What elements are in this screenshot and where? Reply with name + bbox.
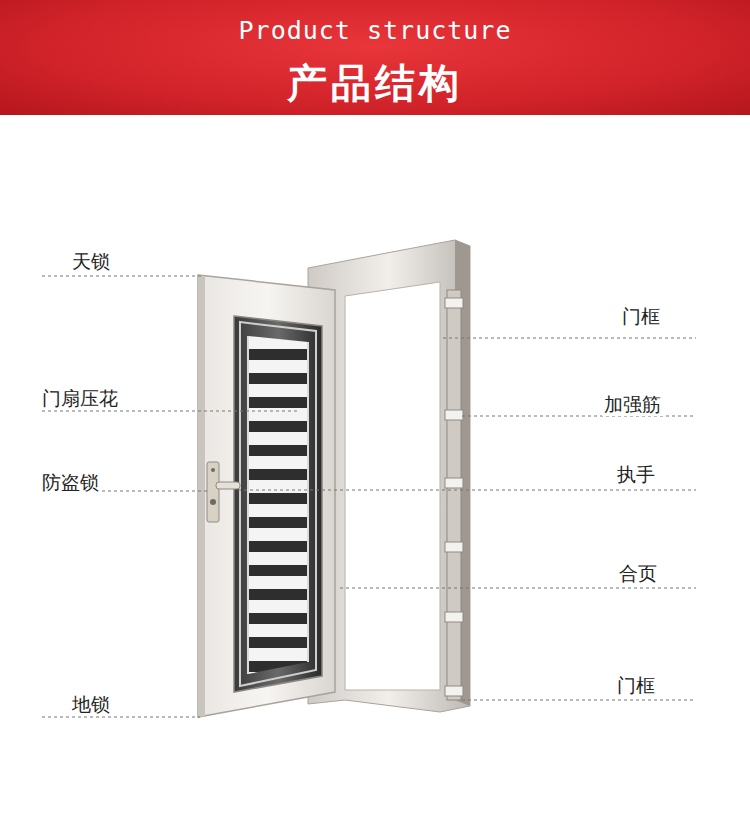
part-label: 加强筋 [602, 392, 663, 416]
header-chinese: 产品结构 [0, 56, 750, 111]
leader-lines [42, 276, 696, 717]
part-label: 门框 [620, 304, 662, 328]
part-label: 门框 [615, 673, 657, 697]
part-label: 执手 [615, 462, 657, 486]
lock-handle [207, 462, 240, 522]
part-label: 地锁 [70, 692, 112, 716]
part-label: 门扇压花 [40, 386, 120, 410]
door-leaf [198, 275, 335, 717]
part-label: 防盗锁 [40, 470, 101, 494]
header-band: Product structure 产品结构 [0, 0, 750, 115]
part-label: 合页 [617, 561, 659, 585]
part-label: 天锁 [70, 249, 112, 273]
header-english: Product structure [0, 16, 750, 45]
